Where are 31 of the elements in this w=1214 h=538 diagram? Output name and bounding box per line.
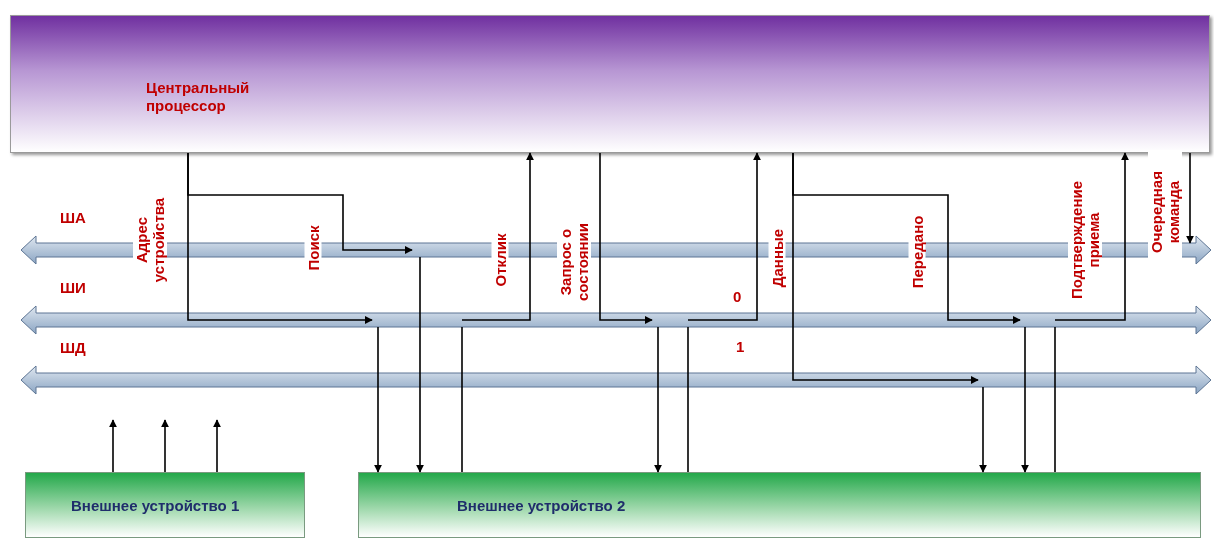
processor-label: Центральный процессор (146, 79, 251, 115)
arrow (213, 419, 221, 473)
arrow (599, 152, 653, 324)
arrow (1186, 152, 1194, 244)
arrow (1054, 152, 1129, 321)
arrow (979, 386, 987, 473)
edge-label: Отклик (491, 231, 509, 289)
edge-label: Данные (768, 226, 786, 290)
signal-level: 0 (733, 288, 742, 306)
arrow (687, 152, 761, 321)
device-label: Внешнее устройство 2 (457, 497, 626, 515)
arrow (461, 152, 534, 321)
arrow (792, 152, 979, 384)
device-block (358, 472, 1201, 538)
device-label: Внешнее устройство 1 (71, 497, 240, 515)
bus-label: ШД (60, 339, 86, 357)
bus-label: ШИ (60, 279, 86, 297)
edge-label: Поиск (304, 223, 322, 273)
arrow (1021, 326, 1029, 473)
device-block (25, 472, 305, 538)
edge-label: Адрес устройства (133, 195, 167, 285)
arrow (654, 326, 662, 473)
arrow (374, 326, 382, 473)
edge-label: Передано (908, 213, 926, 291)
arrow (187, 152, 413, 254)
arrow (109, 419, 117, 473)
arrow (416, 256, 424, 473)
signal-level: 1 (736, 338, 745, 356)
bus-label: ША (60, 209, 86, 227)
processor-block (10, 15, 1210, 153)
arrow (161, 419, 169, 473)
